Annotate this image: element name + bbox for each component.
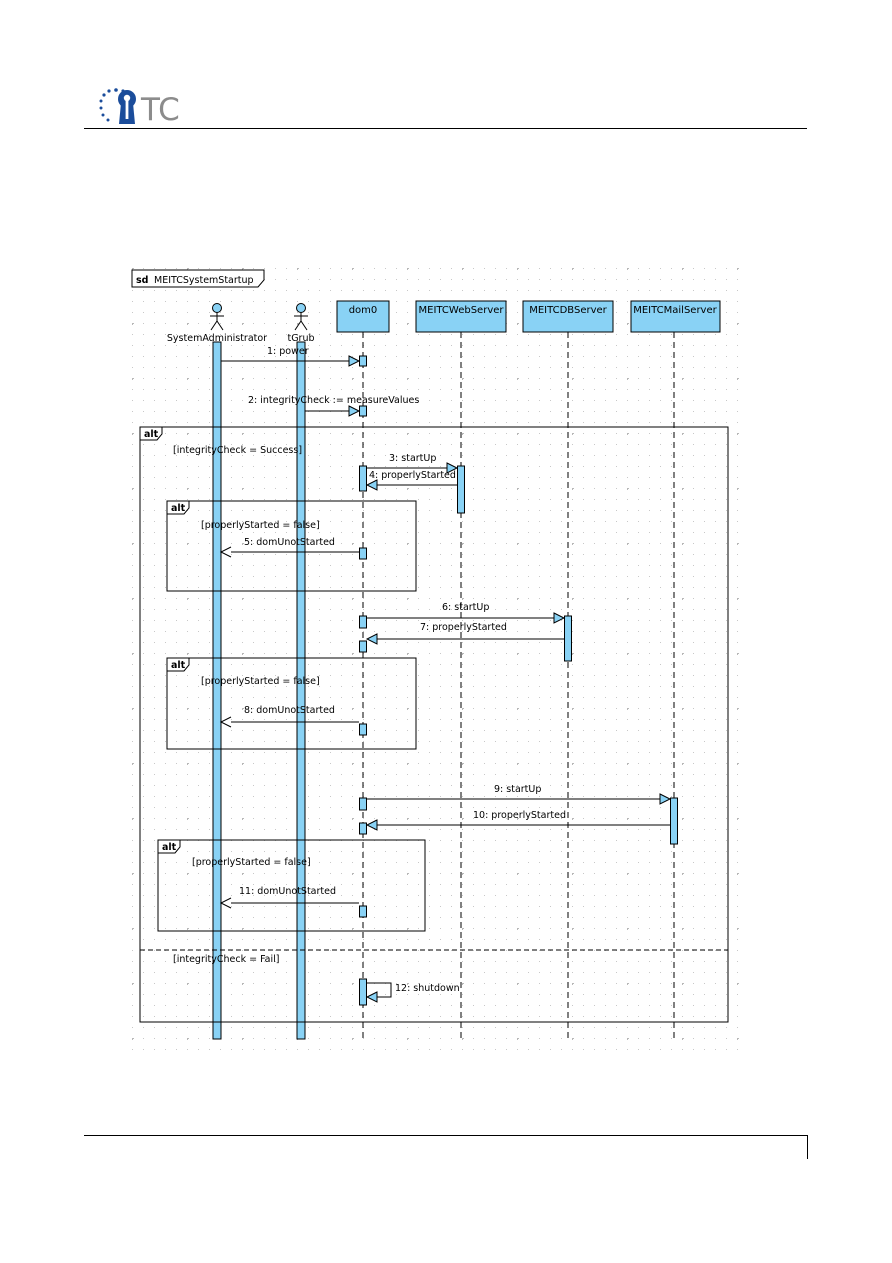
actor-icon	[296, 303, 306, 313]
lifeline-box-dbserver	[522, 300, 614, 333]
activation-tgrub	[296, 341, 306, 1040]
message-label-11: 11: domUnotStarted	[239, 886, 336, 897]
header-rule	[84, 128, 807, 129]
arrowhead-icon	[553, 612, 566, 624]
alt-tag-inner-1	[166, 500, 190, 515]
message-label-7: 7: properlyStarted	[420, 622, 507, 633]
message-label-3: 3: startUp	[389, 453, 436, 464]
message-label-4: 4: properlyStarted	[369, 470, 456, 481]
alt-label-outer: alt	[144, 429, 159, 440]
alt-fragment-inner-2	[166, 657, 417, 750]
lifeline-name-tgrub: tGrub	[287, 333, 314, 344]
message-label-12: 12: shutdown	[395, 983, 460, 994]
guard-integrity-success: [integrityCheck = Success]	[173, 445, 302, 456]
activation-dom0	[359, 465, 367, 492]
open-arrowhead-icon	[219, 716, 232, 728]
message-label-1: 1: power	[267, 346, 309, 357]
lifeline-box-webserver	[415, 300, 507, 333]
lifeline-box-mailserver	[630, 300, 721, 333]
lifeline-name-dbserver: MEITCDBServer	[529, 305, 607, 316]
keyhole-icon	[118, 90, 136, 124]
activation-dom0	[359, 723, 367, 736]
sd-title: MEITCSystemStartup	[154, 275, 254, 286]
message-line-12	[366, 982, 392, 998]
activation-dom0	[359, 615, 367, 629]
arrowhead-icon	[348, 405, 361, 417]
arrowhead-icon	[659, 793, 672, 805]
activation-dom0	[359, 355, 367, 367]
guard-properly-started-2: [properlyStarted = false]	[201, 676, 320, 687]
guard-integrity-fail: [integrityCheck = Fail]	[173, 954, 279, 965]
message-label-5: 5: domUnotStarted	[244, 537, 335, 548]
activation-systemadministrator	[212, 341, 222, 1040]
arrowhead-icon	[365, 633, 378, 645]
sd-frame-label: sd MEITCSystemStartup	[131, 269, 265, 288]
message-label-2: 2: integrityCheck := measureValues	[248, 395, 419, 406]
alt-fragment-inner-3	[157, 839, 426, 932]
message-label-8: 8: domUnotStarted	[244, 705, 335, 716]
activation-dom0	[359, 797, 367, 811]
arrowhead-icon	[348, 355, 361, 367]
alt-tag-outer	[139, 426, 163, 441]
alt-label-inner-3: alt	[162, 842, 177, 853]
sd-keyword: sd	[136, 275, 148, 286]
arrowhead-icon	[365, 479, 378, 491]
footer-tick	[807, 1135, 808, 1159]
activation-dom0	[359, 822, 367, 835]
alt-tag-inner-2	[166, 657, 190, 672]
guard-properly-started-3: [properlyStarted = false]	[192, 857, 311, 868]
arrowhead-icon	[365, 991, 378, 1003]
lifeline-name-dom0: dom0	[349, 305, 378, 316]
activation-webserver	[457, 465, 465, 514]
activation-dom0	[359, 405, 367, 417]
grid-crosses	[132, 268, 740, 1050]
message-label-10: 10: properlyStarted	[473, 810, 566, 821]
actor-system-administrator	[210, 303, 224, 331]
logo-text: TC	[140, 92, 180, 128]
lifeline-name-webserver: MEITCWebServer	[419, 305, 505, 316]
alt-fragment-outer	[139, 426, 729, 1023]
message-label-9: 9: startUp	[494, 784, 541, 795]
activation-dom0	[359, 905, 367, 918]
arrowhead-icon	[365, 819, 378, 831]
open-arrowhead-icon	[219, 546, 232, 558]
lifeline-name-mailserver: MEITCMailServer	[633, 305, 717, 316]
actor-tgrub	[294, 303, 308, 331]
lifeline-name-systemadministrator: SystemAdministrator	[167, 333, 267, 344]
itc-logo: TC	[99, 88, 180, 128]
alt-fragment-inner-1	[166, 500, 417, 592]
alt-label-inner-1: alt	[171, 503, 186, 514]
message-label-6: 6: startUp	[442, 602, 489, 613]
alt-label-inner-2: alt	[171, 660, 186, 671]
activation-dom0	[359, 547, 367, 560]
arrowhead-icon	[446, 462, 459, 474]
activation-mailserver	[670, 797, 678, 845]
guard-properly-started-1: [properlyStarted = false]	[201, 520, 320, 531]
footer-rule	[84, 1135, 807, 1136]
activation-dom0	[359, 640, 367, 653]
open-arrowhead-icon	[219, 897, 232, 909]
actor-icon	[212, 303, 222, 313]
activation-dbserver	[564, 615, 572, 662]
alt-tag-inner-3	[157, 839, 181, 854]
activation-dom0	[359, 978, 367, 1006]
lifeline-box-dom0	[336, 300, 390, 333]
